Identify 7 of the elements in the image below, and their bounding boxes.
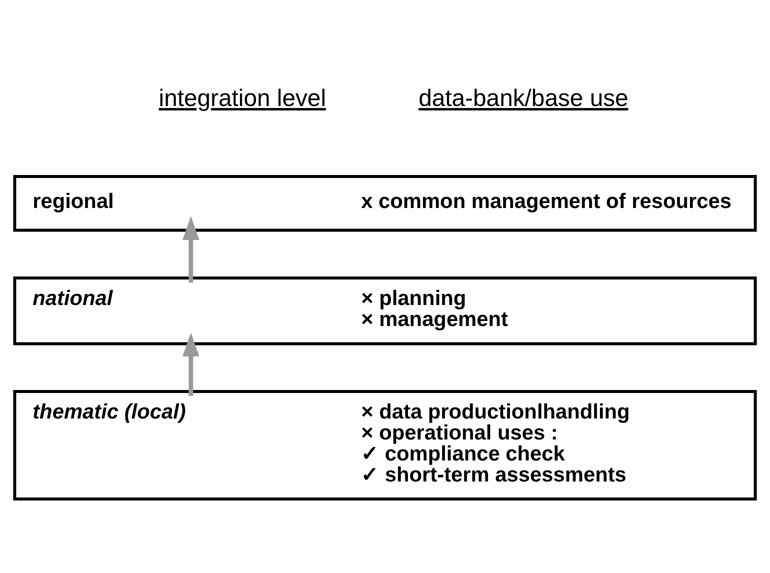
- node-box: thematic (local) × data productionlhandling × operational uses : ✓ compliance check ✓ short-term assessments: [13, 390, 757, 500]
- label: data-bank/base use: [418, 84, 628, 112]
- node-box: national × planning × management: [13, 276, 757, 345]
- label: integration level: [158, 84, 326, 112]
- node-box: regional x common management of resources: [13, 174, 757, 232]
- arrow: [182, 332, 200, 396]
- arrow: [182, 216, 200, 282]
